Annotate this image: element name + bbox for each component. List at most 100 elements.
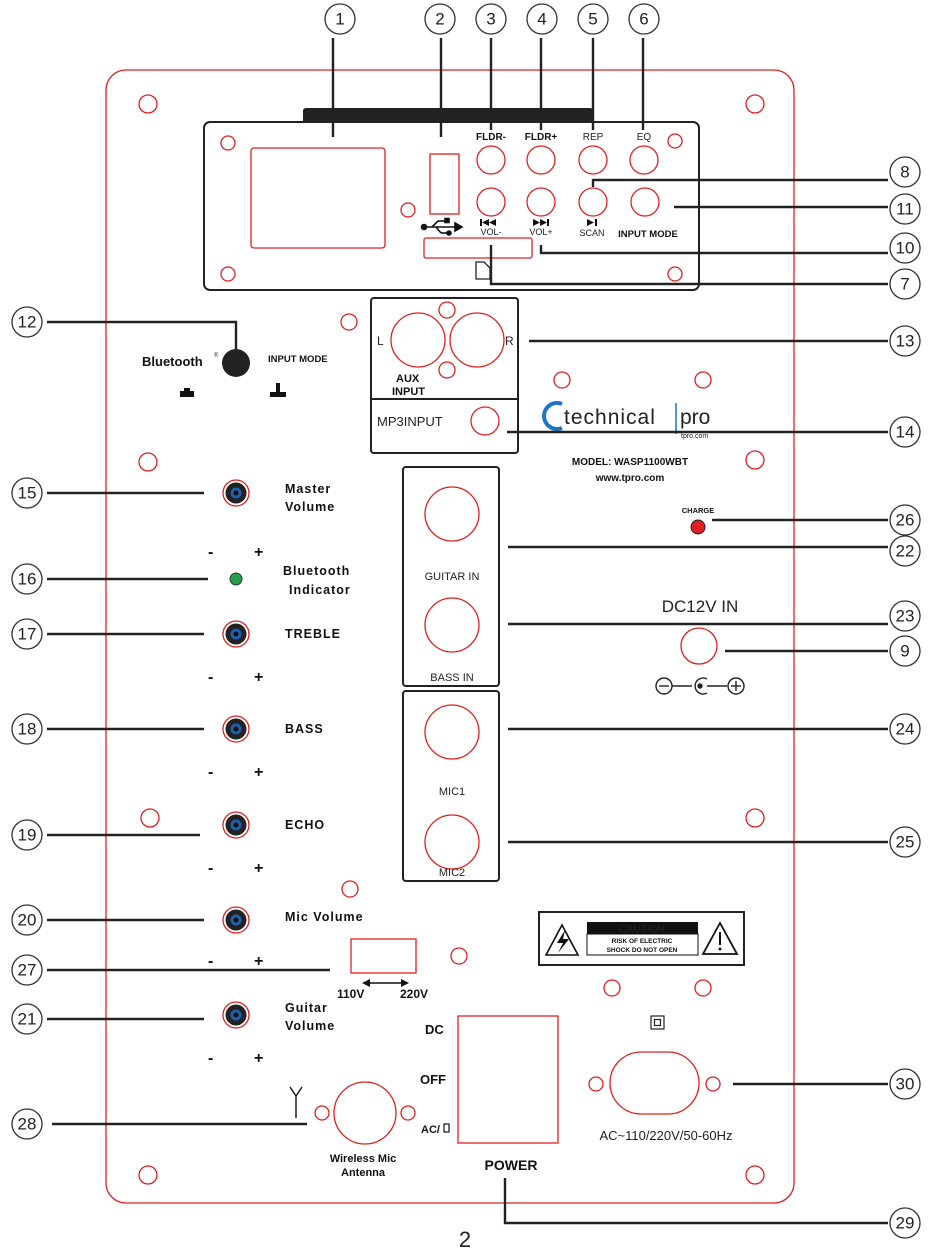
callout-14: 14 [896, 423, 915, 442]
antenna-label-2: Antenna [341, 1167, 386, 1179]
media-player-module [203, 108, 700, 291]
voltage-selector-switch[interactable] [350, 938, 417, 974]
echo-plus: + [254, 860, 263, 877]
next-track-icon [533, 219, 549, 226]
ac-input-label: AC~110/220V/50-60Hz [599, 1128, 732, 1143]
fldr-plus-button[interactable] [526, 145, 556, 175]
eq-label: EQ [637, 132, 652, 143]
callout-17: 17 [18, 625, 37, 644]
callout-6: 6 [639, 10, 648, 29]
leader-lines [47, 38, 888, 1225]
guitar-volume-knob[interactable] [222, 1001, 250, 1029]
callout-26: 26 [896, 511, 915, 530]
bass-plus: + [254, 764, 263, 781]
bt-indicator-label-1: Bluetooth [283, 564, 350, 578]
logo-sub-text: tpro.com [681, 433, 708, 440]
play-scan-button[interactable] [578, 187, 608, 217]
fldr-plus-label: FLDR+ [525, 132, 558, 143]
treble-plus: + [254, 669, 263, 686]
caution-title: CAUTION [620, 924, 665, 935]
charge-label: CHARGE [682, 506, 715, 515]
bass-knob[interactable] [222, 715, 250, 743]
caution-label [538, 911, 745, 966]
wireless-mic-antenna-jack[interactable] [333, 1081, 397, 1145]
power-switch[interactable] [457, 1015, 559, 1144]
callout-16: 16 [18, 570, 37, 589]
rep-button[interactable] [578, 145, 608, 175]
sd-card-slot[interactable] [423, 237, 533, 259]
dc12v-jack[interactable] [680, 627, 718, 665]
callout-22: 22 [896, 542, 915, 561]
panel-outline [105, 69, 795, 1204]
guitar-in-label: GUITAR IN [425, 571, 480, 583]
input-mode-button[interactable] [630, 187, 660, 217]
bluetooth-input-mode-label: INPUT MODE [268, 354, 328, 365]
mic-volume-knob[interactable] [222, 906, 250, 934]
bass-in-jack[interactable] [424, 597, 480, 653]
callout-28: 28 [18, 1115, 37, 1134]
callout-30: 30 [896, 1075, 915, 1094]
aux-label-2: INPUT [392, 386, 425, 398]
callout-numbers: 1 2 3 4 5 6 7 8 9 10 11 12 13 14 15 16 1… [18, 10, 915, 1233]
treble-knob[interactable] [222, 620, 250, 648]
guitar-volume-label-1: Guitar [285, 1001, 328, 1015]
callout-9: 9 [900, 642, 909, 661]
next-vol-plus-button[interactable] [526, 187, 556, 217]
dc-polarity-icon [655, 677, 745, 695]
treble-minus: - [208, 669, 213, 686]
aux-input-module [370, 297, 519, 454]
echo-minus: - [208, 860, 213, 877]
rep-label: REP [583, 132, 604, 143]
eq-button[interactable] [629, 145, 659, 175]
guitar-plus: + [254, 1050, 263, 1067]
website-label: www.tpro.com [595, 473, 665, 484]
aux-right-jack[interactable] [449, 312, 505, 368]
callout-24: 24 [896, 720, 915, 739]
play-pause-icon [587, 219, 597, 226]
master-volume-label-2: Volume [285, 500, 335, 514]
guitar-in-jack[interactable] [424, 486, 480, 542]
bass-minus: - [208, 764, 213, 781]
aux-left-jack[interactable] [390, 312, 446, 368]
logo-text: technical [564, 406, 656, 429]
bass-label: BASS [285, 722, 324, 736]
bluetooth-input-mode-button[interactable] [222, 349, 250, 377]
usb-port[interactable] [429, 153, 460, 215]
prev-vol-minus-button[interactable] [476, 187, 506, 217]
callout-12: 12 [18, 313, 37, 332]
callout-27: 27 [18, 961, 37, 980]
mic-volume-label: Mic Volume [285, 910, 364, 924]
echo-label: ECHO [285, 818, 325, 832]
mic2-jack[interactable] [424, 814, 480, 870]
mic-input-module [402, 690, 500, 882]
callout-25: 25 [896, 833, 915, 852]
bluetooth-indicator-led [229, 572, 243, 586]
callout-29: 29 [896, 1214, 915, 1233]
guitar-minus: - [208, 1050, 213, 1067]
callout-markers [11, 3, 921, 1239]
bt-indicator-label-2: Indicator [289, 583, 351, 597]
aux-label-1: AUX [396, 373, 420, 385]
master-plus: + [254, 544, 263, 561]
echo-knob[interactable] [222, 811, 250, 839]
callout-19: 19 [18, 826, 37, 845]
guitar-volume-label-2: Volume [285, 1019, 335, 1033]
fldr-minus-button[interactable] [476, 145, 506, 175]
master-volume-knob[interactable] [222, 479, 250, 507]
exclamation-warning-icon [701, 921, 739, 955]
power-off-label: OFF [420, 1072, 446, 1087]
fldr-minus-label: FLDR- [476, 132, 506, 143]
power-dc-label: DC [425, 1022, 444, 1037]
registered-mark: ® [214, 352, 219, 359]
led-display [250, 147, 386, 249]
callout-10: 10 [896, 239, 915, 258]
mp3-input-jack[interactable] [470, 406, 500, 436]
mp3-input-label: MP3INPUT [377, 414, 443, 429]
callout-7: 7 [900, 275, 909, 294]
button-pressed-icon [270, 383, 286, 397]
callout-20: 20 [18, 911, 37, 930]
mic1-jack[interactable] [424, 704, 480, 760]
antenna-icon [289, 1086, 303, 1118]
ac-power-inlet[interactable] [609, 1051, 700, 1115]
master-volume-label-1: Master [285, 482, 331, 496]
